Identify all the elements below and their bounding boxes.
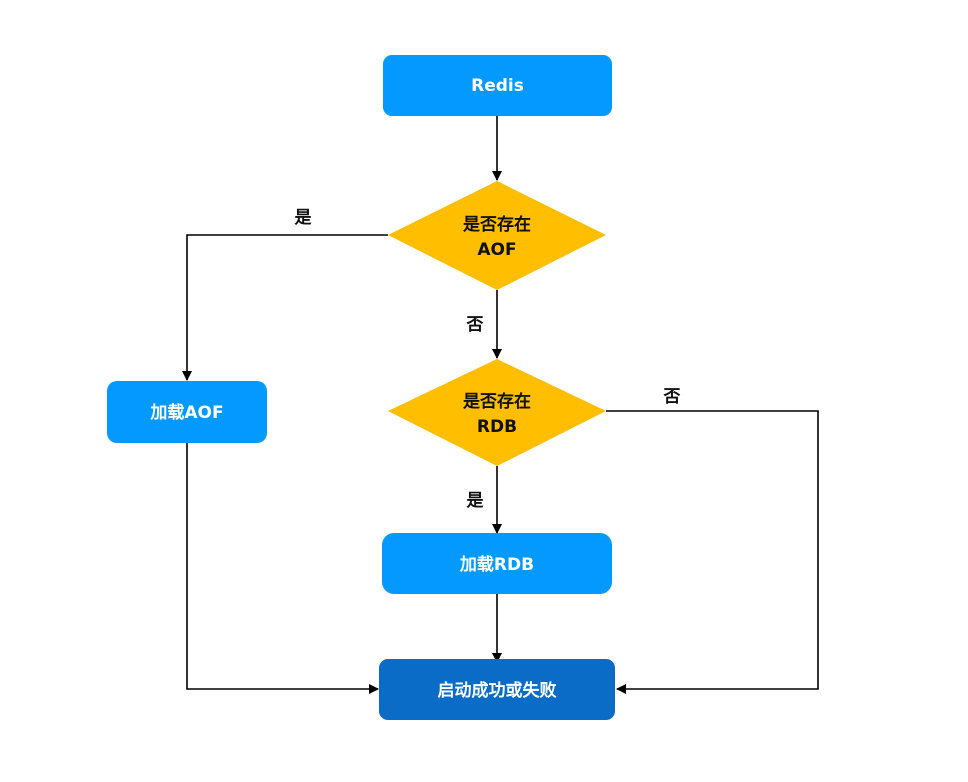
load-aof-node-box <box>107 381 267 443</box>
rdb-check-diamond <box>388 359 606 466</box>
redis-node-label: Redis <box>471 76 524 96</box>
aof-check-label-line2: AOF <box>477 240 516 260</box>
edge-aof-check-yes-to-load-aof <box>182 234 388 381</box>
rdb-check-label-line1: 是否存在 <box>463 391 531 412</box>
load-aof-node: 加载AOF <box>107 381 267 443</box>
edge-label-aof-yes: 是 <box>295 208 312 228</box>
result-node-box <box>379 659 615 720</box>
redis-node: Redis <box>383 55 612 116</box>
edges <box>182 116 819 694</box>
rdb-check-decision: 是否存在 RDB <box>388 359 606 466</box>
load-rdb-node-box <box>382 533 612 594</box>
edge-label-rdb-yes: 是 <box>467 491 484 511</box>
edge-label-aof-no: 否 <box>466 315 484 335</box>
edge-load-aof-to-result <box>186 443 379 694</box>
rdb-check-label-line2: RDB <box>477 417 517 437</box>
load-rdb-node-label: 加载RDB <box>459 554 534 575</box>
load-aof-node-label: 加载AOF <box>149 402 223 423</box>
edge-label-rdb-no: 否 <box>663 387 681 407</box>
result-node: 启动成功或失败 <box>379 659 615 720</box>
aof-check-decision: 是否存在 AOF <box>388 181 606 290</box>
aof-check-diamond <box>388 181 606 290</box>
load-rdb-node: 加载RDB <box>382 533 612 594</box>
edge-rdb-check-no-to-result <box>606 410 819 694</box>
redis-node-box <box>383 55 612 116</box>
result-node-label: 启动成功或失败 <box>438 680 557 701</box>
aof-check-label-line1: 是否存在 <box>463 214 531 235</box>
